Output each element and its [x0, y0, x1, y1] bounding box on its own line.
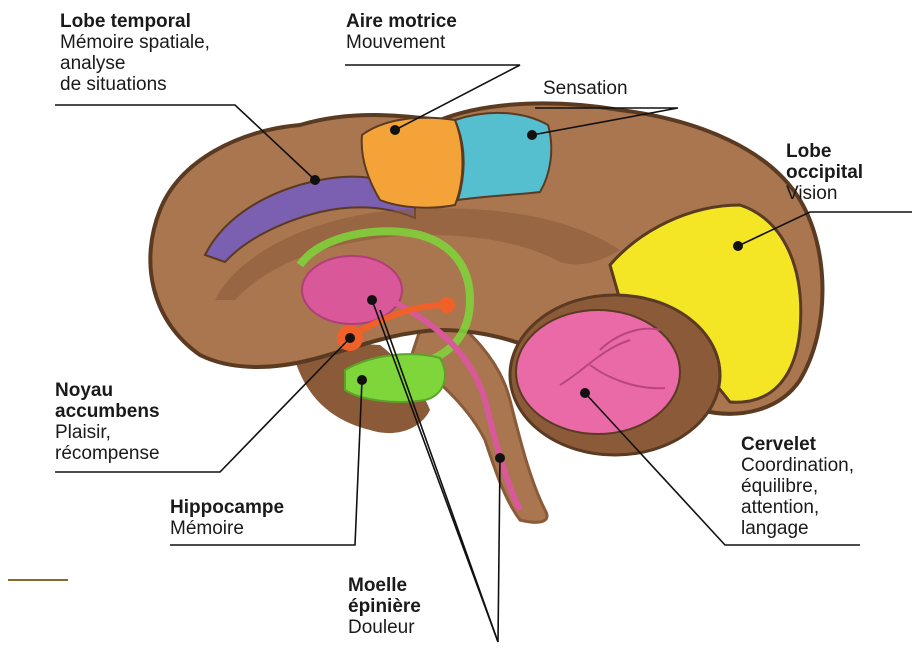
label-cervelet-desc-1: Coordination, [741, 455, 854, 476]
dot-moelle-1 [367, 295, 377, 305]
dot-temporal [310, 175, 320, 185]
label-moelle-title-1: Moelle [348, 575, 421, 596]
label-temporal: Lobe temporal Mémoire spatiale, analyse … [60, 11, 210, 95]
leader-moelle-2 [498, 458, 500, 642]
label-accumbens-title-2: accumbens [55, 401, 160, 422]
label-temporal-desc-3: de situations [60, 74, 210, 95]
label-occipital-title-2: occipital [786, 162, 863, 183]
label-accumbens-title-1: Noyau [55, 380, 160, 401]
label-cervelet-desc-4: langage [741, 518, 854, 539]
label-moelle-title-2: épinière [348, 596, 421, 617]
sensation-region [455, 113, 551, 200]
label-hippocampe-title: Hippocampe [170, 497, 284, 518]
dot-moelle-2 [495, 453, 505, 463]
label-hippocampe: Hippocampe Mémoire [170, 497, 284, 539]
label-moelle-desc: Douleur [348, 617, 421, 638]
dot-cervelet [580, 388, 590, 398]
label-accumbens-desc-2: récompense [55, 443, 160, 464]
label-occipital: Lobe occipital Vision [786, 141, 863, 204]
dot-accumbens [345, 333, 355, 343]
label-temporal-desc-1: Mémoire spatiale, [60, 32, 210, 53]
label-hippocampe-desc: Mémoire [170, 518, 284, 539]
label-motrice: Aire motrice Mouvement [346, 11, 457, 53]
label-moelle: Moelle épinière Douleur [348, 575, 421, 638]
label-occipital-desc: Vision [786, 183, 863, 204]
dot-motrice [390, 125, 400, 135]
label-motrice-title: Aire motrice [346, 11, 457, 32]
label-accumbens: Noyau accumbens Plaisir, récompense [55, 380, 160, 464]
label-occipital-title-1: Lobe [786, 141, 863, 162]
label-temporal-title: Lobe temporal [60, 11, 210, 32]
motor-area-region [362, 118, 463, 208]
label-motrice-desc: Mouvement [346, 32, 457, 53]
label-sensation: Sensation [543, 78, 628, 99]
accumbens-end [439, 297, 455, 313]
label-cervelet: Cervelet Coordination, équilibre, attent… [741, 434, 854, 539]
dot-occipital [733, 241, 743, 251]
label-cervelet-desc-3: attention, [741, 497, 854, 518]
label-temporal-desc-2: analyse [60, 53, 210, 74]
label-accumbens-desc-1: Plaisir, [55, 422, 160, 443]
label-cervelet-desc-2: équilibre, [741, 476, 854, 497]
label-cervelet-title: Cervelet [741, 434, 854, 455]
dot-hippocampe [357, 375, 367, 385]
dot-sensation [527, 130, 537, 140]
label-sensation-desc: Sensation [543, 78, 628, 99]
thalamus-region [302, 256, 402, 324]
